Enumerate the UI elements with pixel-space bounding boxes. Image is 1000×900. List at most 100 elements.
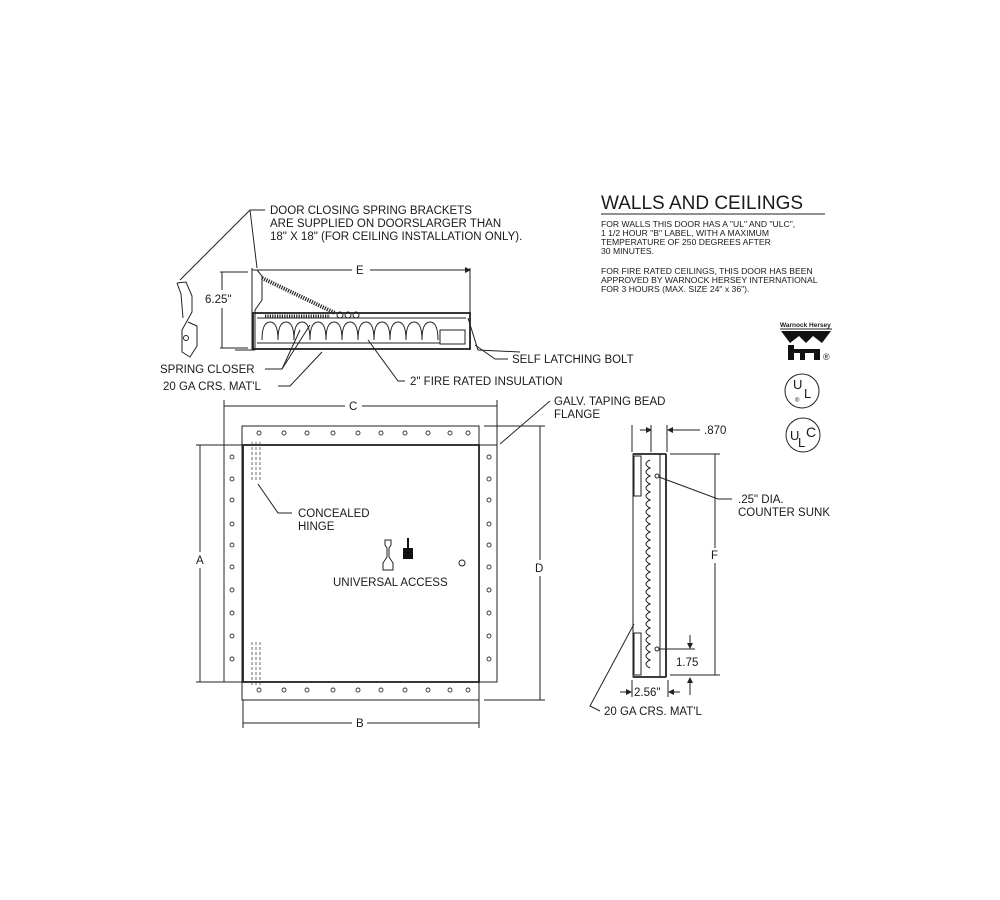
screw-hole [425, 687, 431, 693]
front-view: C B A D GALV. TAPING BEAD FLANGE [196, 396, 665, 730]
flange-note: FLANGE [554, 409, 600, 421]
hole-note: .25" DIA. [738, 494, 784, 506]
door-panel [242, 444, 480, 683]
screw-hole [486, 542, 492, 548]
insulation-label: 2" FIRE RATED INSULATION [410, 376, 563, 388]
screw-hole [378, 687, 384, 693]
side-insulation [645, 459, 652, 669]
screw-hole [486, 564, 492, 570]
screw-hole [229, 521, 235, 527]
dim-height-label: 6.25" [205, 294, 231, 306]
svg-text:®: ® [823, 352, 830, 362]
note-line: FOR WALLS THIS DOOR HAS A "UL" AND "ULC"… [601, 219, 795, 229]
screw-hole [465, 430, 471, 436]
screw-hole [355, 687, 361, 693]
screw-hole [229, 656, 235, 662]
hinge-note: HINGE [298, 521, 335, 533]
ul-logo: U L ® [784, 373, 820, 409]
screw-hole [256, 687, 262, 693]
dim-d-label: D [535, 563, 543, 575]
note-line: FOR 3 HOURS (MAX. SIZE 24" x 36"). [601, 284, 749, 294]
screw-hole [402, 687, 408, 693]
note-line: FOR FIRE RATED CEILINGS, THIS DOOR HAS B… [601, 266, 813, 276]
screw-hole [229, 454, 235, 460]
taping-bead-flange [241, 425, 480, 701]
screw-hole [330, 430, 336, 436]
spring-closer-label: SPRING CLOSER [160, 364, 255, 376]
screw-hole [486, 454, 492, 460]
note-line: APPROVED BY WARNOCK HERSEY INTERNATIONAL [601, 275, 818, 285]
screw-hole [229, 587, 235, 593]
bracket-note: ARE SUPPLIED ON DOORSLARGER THAN [270, 218, 501, 230]
screw-hole [486, 656, 492, 662]
bracket-note: 18" X 18" (FOR CEILING INSTALLATION ONLY… [270, 231, 522, 243]
svg-text:U: U [793, 377, 802, 392]
bracket-note: DOOR CLOSING SPRING BRACKETS [270, 205, 472, 217]
spring [261, 276, 336, 315]
screw-hole [402, 430, 408, 436]
section-view: DOOR CLOSING SPRING BRACKETS ARE SUPPLIE… [160, 205, 634, 393]
screw-hole [486, 587, 492, 593]
screw-hole [281, 430, 287, 436]
screw-hole [281, 687, 287, 693]
dim-256-label: 2.56" [634, 687, 660, 699]
insulation-wave [261, 321, 439, 341]
screw-hole [425, 430, 431, 436]
screw-hole [486, 633, 492, 639]
warnock-hersey-logo: Warnock Hersey ® [780, 322, 832, 362]
screw-hole [447, 687, 453, 693]
section-material-label: 20 GA CRS. MAT'L [163, 381, 261, 393]
svg-text:Warnock Hersey: Warnock Hersey [780, 322, 831, 329]
note-line: 1 1/2 HOUR "B" LABEL, WITH A MAXIMUM [601, 228, 769, 238]
svg-text:L: L [798, 435, 805, 450]
latch-icon [458, 559, 466, 567]
dim-b-label: B [356, 718, 364, 730]
screw-hole [378, 430, 384, 436]
screw-hole [229, 564, 235, 570]
screw-hole [229, 542, 235, 548]
spring-bracket-detail [176, 281, 198, 358]
screw-hole [465, 687, 471, 693]
hole-note: COUNTER SUNK [738, 507, 830, 519]
screw-hole [486, 497, 492, 503]
door-section [252, 312, 471, 350]
ulc-logo: U L C [785, 417, 821, 453]
svg-text:®: ® [795, 397, 800, 404]
concealed-hinge [251, 442, 261, 686]
wrench-key-icon [403, 548, 413, 559]
screw-hole [486, 476, 492, 482]
key-icon [382, 539, 394, 571]
screw-hole [304, 687, 310, 693]
screw-hole [304, 430, 310, 436]
screw-hole [355, 430, 361, 436]
screw-hole [229, 497, 235, 503]
dim-a-label: A [196, 555, 204, 567]
dim-f-label: F [711, 550, 718, 562]
flange-note: GALV. TAPING BEAD [554, 396, 665, 408]
latching-bolt-label: SELF LATCHING BOLT [512, 354, 634, 366]
screw-holes [229, 430, 492, 693]
walls-ceilings-notes: WALLS AND CEILINGS FOR WALLS THIS DOOR H… [601, 193, 825, 294]
universal-access-label: UNIVERSAL ACCESS [333, 577, 448, 589]
notes-title: WALLS AND CEILINGS [601, 193, 803, 214]
screw-hole [229, 633, 235, 639]
screw-hole [486, 521, 492, 527]
screw-hole [447, 430, 453, 436]
screw-hole [229, 476, 235, 482]
dim-870-label: .870 [704, 425, 726, 437]
side-material-label: 20 GA CRS. MAT'L [604, 706, 702, 718]
screw-hole [330, 687, 336, 693]
dim-e-label: E [356, 265, 364, 277]
hinge-note: CONCEALED [298, 508, 370, 520]
dim-175-label: 1.75 [676, 657, 698, 669]
svg-text:L: L [804, 386, 811, 401]
svg-text:C: C [806, 424, 816, 440]
dim-c-label: C [349, 401, 357, 413]
note-line: 30 MINUTES. [601, 246, 654, 256]
note-line: TEMPERATURE OF 250 DEGREES AFTER [601, 237, 771, 247]
screw-hole [229, 610, 235, 616]
side-view: .870 .25" DIA. COUNTER SUNK F 1.75 2.56"… [589, 425, 830, 718]
screw-hole [486, 610, 492, 616]
screw-hole [256, 430, 262, 436]
